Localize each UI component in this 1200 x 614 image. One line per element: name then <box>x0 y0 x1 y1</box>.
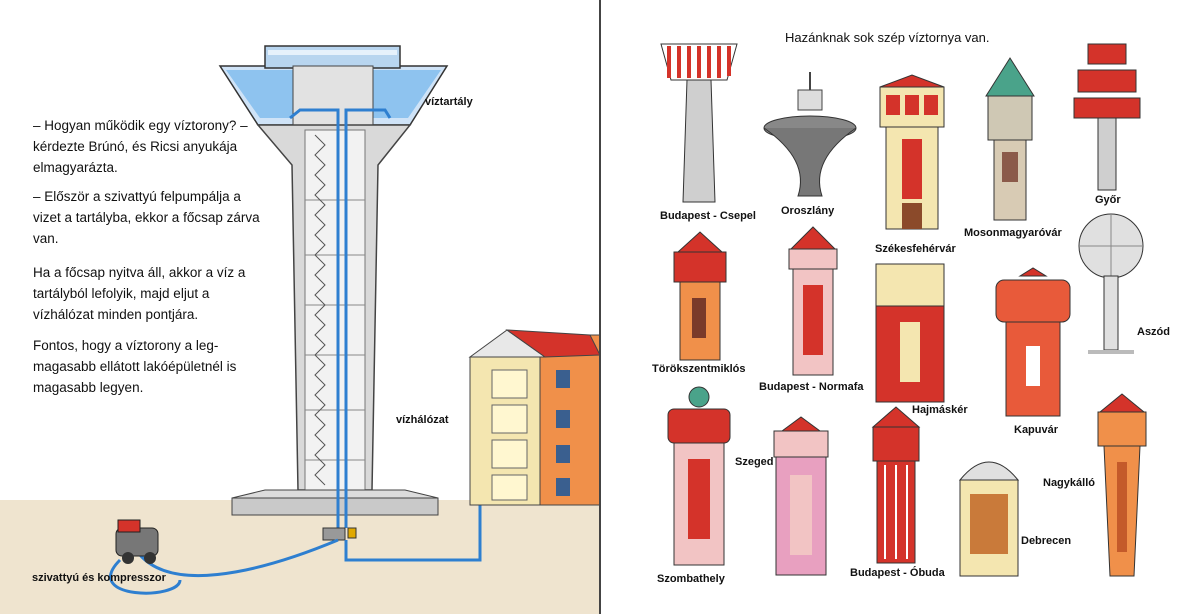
tower-name: Törökszentmiklós <box>652 363 746 375</box>
tower-name: Aszód <box>1137 326 1170 338</box>
tower-kapuvar-icon <box>992 266 1074 418</box>
page-divider <box>599 0 601 614</box>
paragraph-height: Fontos, hogy a víztorony a leg­magasabb … <box>33 338 237 395</box>
tower-name: Budapest - Óbuda <box>850 567 945 579</box>
ground <box>0 500 600 614</box>
tower-szeged-icon <box>768 415 834 577</box>
right-heading: Hazánknak sok szép víztornya van. <box>785 30 990 45</box>
label-pump: szivattyú és kompresszor <box>32 572 166 584</box>
tower-name: Székesfehérvár <box>875 243 956 255</box>
tower-name: Budapest - Csepel <box>660 210 756 222</box>
water-tower-diagram <box>109 45 600 595</box>
tower-name: Kapuvár <box>1014 424 1059 436</box>
tower-obuda-icon <box>869 405 923 565</box>
tower-name: Mosonmagyaróvár <box>964 227 1062 239</box>
tower-torokszentmiklos-icon <box>672 230 728 362</box>
left-page: – Hogyan működik egy víztorony? – kérdez… <box>0 45 600 614</box>
paragraph-valve: Ha a főcsap nyitva áll, akkor a víz a ta… <box>33 265 246 322</box>
tower-nagykallo-icon <box>1096 392 1148 578</box>
tower-name: Szeged <box>735 456 774 468</box>
paragraph-pump: – Először a szivattyú felpumpálja a vize… <box>33 189 260 246</box>
tower-oroszlany-icon <box>762 70 858 202</box>
tower-hajmasker-icon <box>874 262 946 404</box>
tower-szekesfehervar-icon <box>876 73 948 231</box>
tower-csepel-icon <box>659 42 739 204</box>
tower-normafa-icon <box>785 225 841 377</box>
tower-debrecen-icon <box>958 450 1020 578</box>
tower-name: Budapest - Normafa <box>759 381 864 393</box>
label-network: vízhálózat <box>396 414 449 426</box>
tower-szombathely-icon <box>664 385 734 567</box>
paragraph-intro: – Hogyan működik egy víztorony? – kérdez… <box>33 118 248 175</box>
tower-aszod-icon <box>1078 210 1144 354</box>
tower-gyor-icon <box>1072 42 1142 192</box>
tower-name: Hajmáskér <box>912 404 968 416</box>
label-tank: víztartály <box>425 96 473 108</box>
tower-name: Debrecen <box>1021 535 1072 547</box>
tower-name: Szombathely <box>657 573 725 585</box>
tower-name: Győr <box>1095 194 1121 206</box>
tower-name: Oroszlány <box>781 205 835 217</box>
tower-name: Nagykálló <box>1043 477 1095 489</box>
tower-mosonmagyarovar-icon <box>982 56 1038 222</box>
